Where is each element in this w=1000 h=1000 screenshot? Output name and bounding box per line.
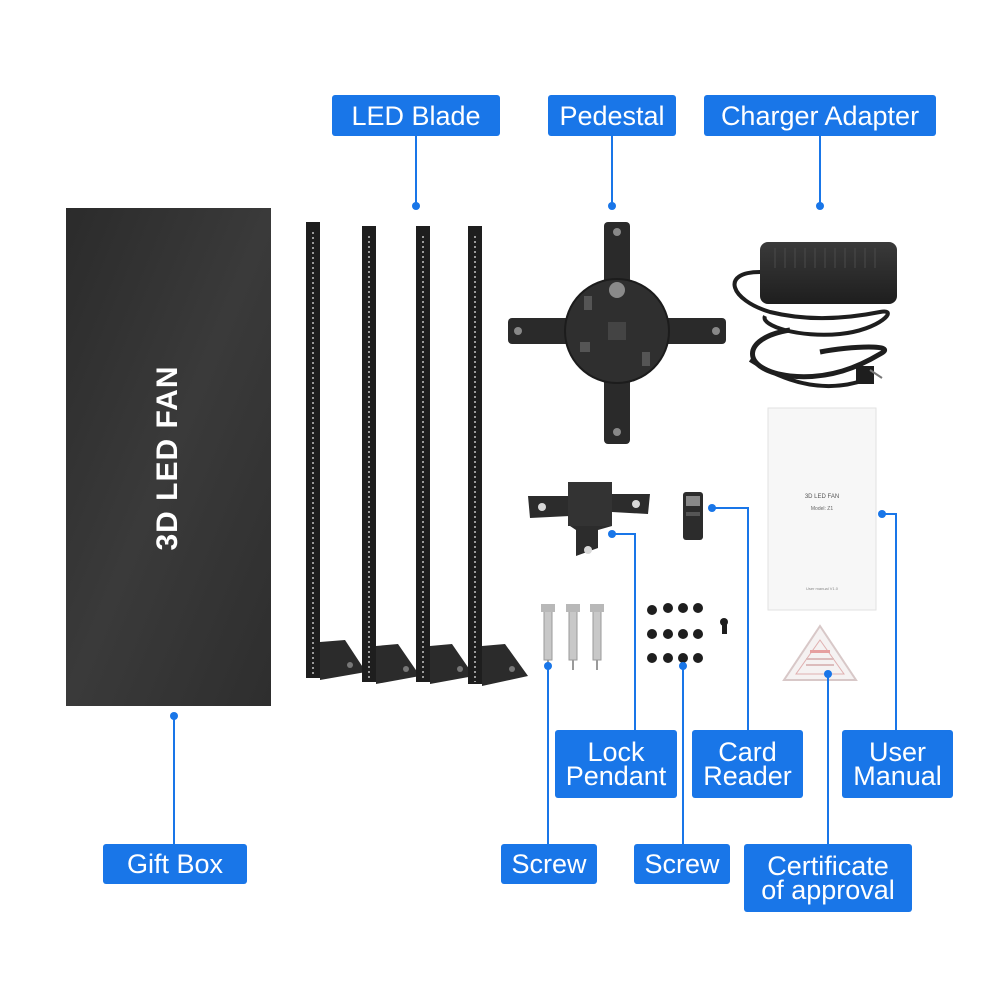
certificate-label-line2: of approval — [761, 875, 895, 905]
user-manual-image — [767, 407, 877, 611]
pedestal-label-text: Pedestal — [559, 100, 665, 131]
screw-label-2: Screw — [634, 844, 730, 884]
user-manual-label-line1: User — [868, 737, 926, 767]
manual-footer: User manual V1.0 — [805, 586, 839, 591]
small-screws-image — [647, 603, 728, 663]
screw-label-2-text: Screw — [644, 849, 720, 879]
expansion-screws-image — [541, 604, 604, 670]
led-blade-label: LED Blade — [332, 95, 500, 136]
pedestal-image — [508, 222, 726, 444]
led-blade-label-text: LED Blade — [351, 100, 481, 131]
lock-pendant-image — [528, 482, 650, 556]
certificate-label-line1: Certificate — [767, 851, 889, 881]
leader-lines — [173, 136, 897, 844]
led-blades-image — [306, 222, 528, 686]
lock-pendant-label-line1: Lock — [587, 737, 645, 767]
led-blade-3 — [416, 226, 474, 684]
charger-adapter-label-text: Charger Adapter — [720, 100, 920, 131]
card-reader-image — [683, 492, 703, 540]
gift-box-label-text: Gift Box — [126, 849, 224, 879]
certificate-image — [782, 624, 858, 681]
user-manual-label-line2: Manual — [853, 761, 942, 791]
charger-adapter-image — [732, 242, 897, 389]
led-blade-1 — [306, 222, 366, 680]
card-reader-label-line1: Card — [718, 737, 777, 767]
card-reader-label-line2: Reader — [703, 761, 792, 791]
gift-box-text: 3D LED FAN — [151, 365, 184, 551]
screw-label-1-text: Screw — [511, 849, 587, 879]
lock-pendant-label: Lock Pendant — [555, 730, 677, 798]
screw-label-1: Screw — [501, 844, 597, 884]
card-reader-label: Card Reader — [692, 730, 803, 798]
certificate-label: Certificate of approval — [744, 844, 912, 912]
led-blade-4 — [468, 226, 528, 686]
gift-box-image — [66, 208, 271, 706]
gift-box-label: Gift Box — [103, 844, 247, 884]
led-blade-2 — [362, 226, 420, 684]
manual-model: Model: Z1 — [810, 506, 834, 512]
leader-dots — [170, 202, 886, 720]
user-manual-label: User Manual — [842, 730, 953, 798]
manual-title: 3D LED FAN — [804, 494, 840, 500]
lock-pendant-label-line2: Pendant — [565, 761, 667, 791]
charger-adapter-label: Charger Adapter — [704, 95, 936, 136]
pedestal-label: Pedestal — [548, 95, 676, 136]
